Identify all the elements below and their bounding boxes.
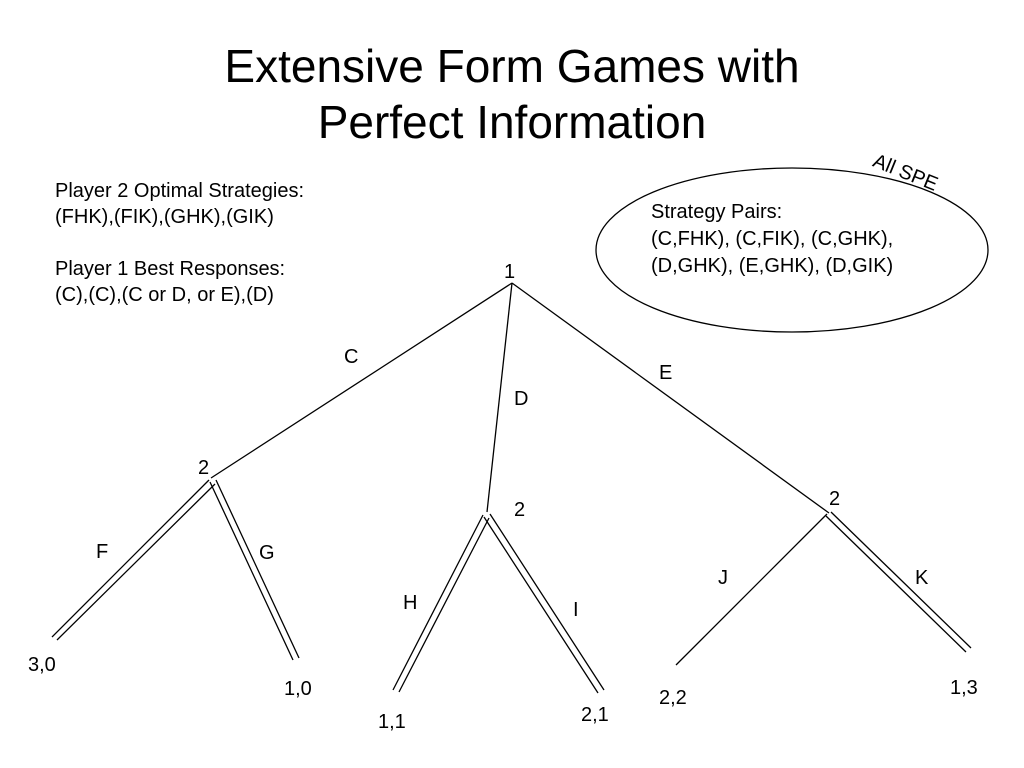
action-label-d: D — [514, 388, 528, 410]
branch-c — [210, 282, 513, 479]
payoff-di: 2,1 — [581, 704, 609, 726]
title-line-1: Extensive Form Games with — [224, 40, 800, 92]
node-d-player-label: 2 — [514, 499, 525, 521]
node-c-player-label: 2 — [198, 457, 209, 479]
strategy-pairs-line-2: (D,GHK), (E,GHK), (D,GIK) — [651, 255, 894, 277]
strategy-pairs-line-1: (C,FHK), (C,FIK), (C,GHK), — [651, 228, 894, 250]
action-label-f: F — [96, 541, 108, 563]
payoff-ej: 2,2 — [659, 687, 687, 709]
action-label-k: K — [915, 567, 929, 589]
payoff-ek: 1,3 — [950, 677, 978, 699]
strategy-pairs: Strategy Pairs: (C,FHK), (C,FIK), (C,GHK… — [651, 199, 893, 280]
subtree-d — [392, 513, 605, 694]
action-label-c: C — [344, 346, 358, 368]
root-branches — [210, 282, 830, 514]
player1-heading: Player 1 Best Responses: — [55, 258, 286, 280]
action-label-j: J — [718, 567, 728, 589]
player2-heading: Player 2 Optimal Strategies: — [55, 180, 304, 202]
branch-d — [486, 282, 513, 513]
node-e-player-label: 2 — [829, 488, 840, 510]
branch-j — [675, 513, 828, 666]
payoff-cg: 1,0 — [284, 678, 312, 700]
slide-title: Extensive Form Games with Perfect Inform… — [0, 38, 1024, 150]
action-label-g: G — [259, 542, 275, 564]
player1-responses: (C),(C),(C or D, or E),(D) — [55, 284, 274, 306]
subtree-c — [51, 479, 300, 661]
player2-strategies: (FHK),(FIK),(GHK),(GIK) — [55, 206, 274, 228]
title-line-2: Perfect Information — [317, 96, 707, 148]
strategy-pairs-heading: Strategy Pairs: — [651, 201, 783, 223]
root-player-label: 1 — [504, 261, 515, 283]
action-label-e: E — [659, 362, 672, 384]
subtree-e — [675, 511, 972, 666]
action-label-h: H — [403, 592, 417, 614]
spe-ellipse — [595, 167, 989, 333]
payoff-cf: 3,0 — [28, 654, 56, 676]
payoff-dh: 1,1 — [378, 711, 406, 733]
strategy-notes: Player 2 Optimal Strategies: (FHK),(FIK)… — [55, 178, 304, 308]
branch-e — [511, 282, 830, 514]
action-label-i: I — [573, 599, 579, 621]
